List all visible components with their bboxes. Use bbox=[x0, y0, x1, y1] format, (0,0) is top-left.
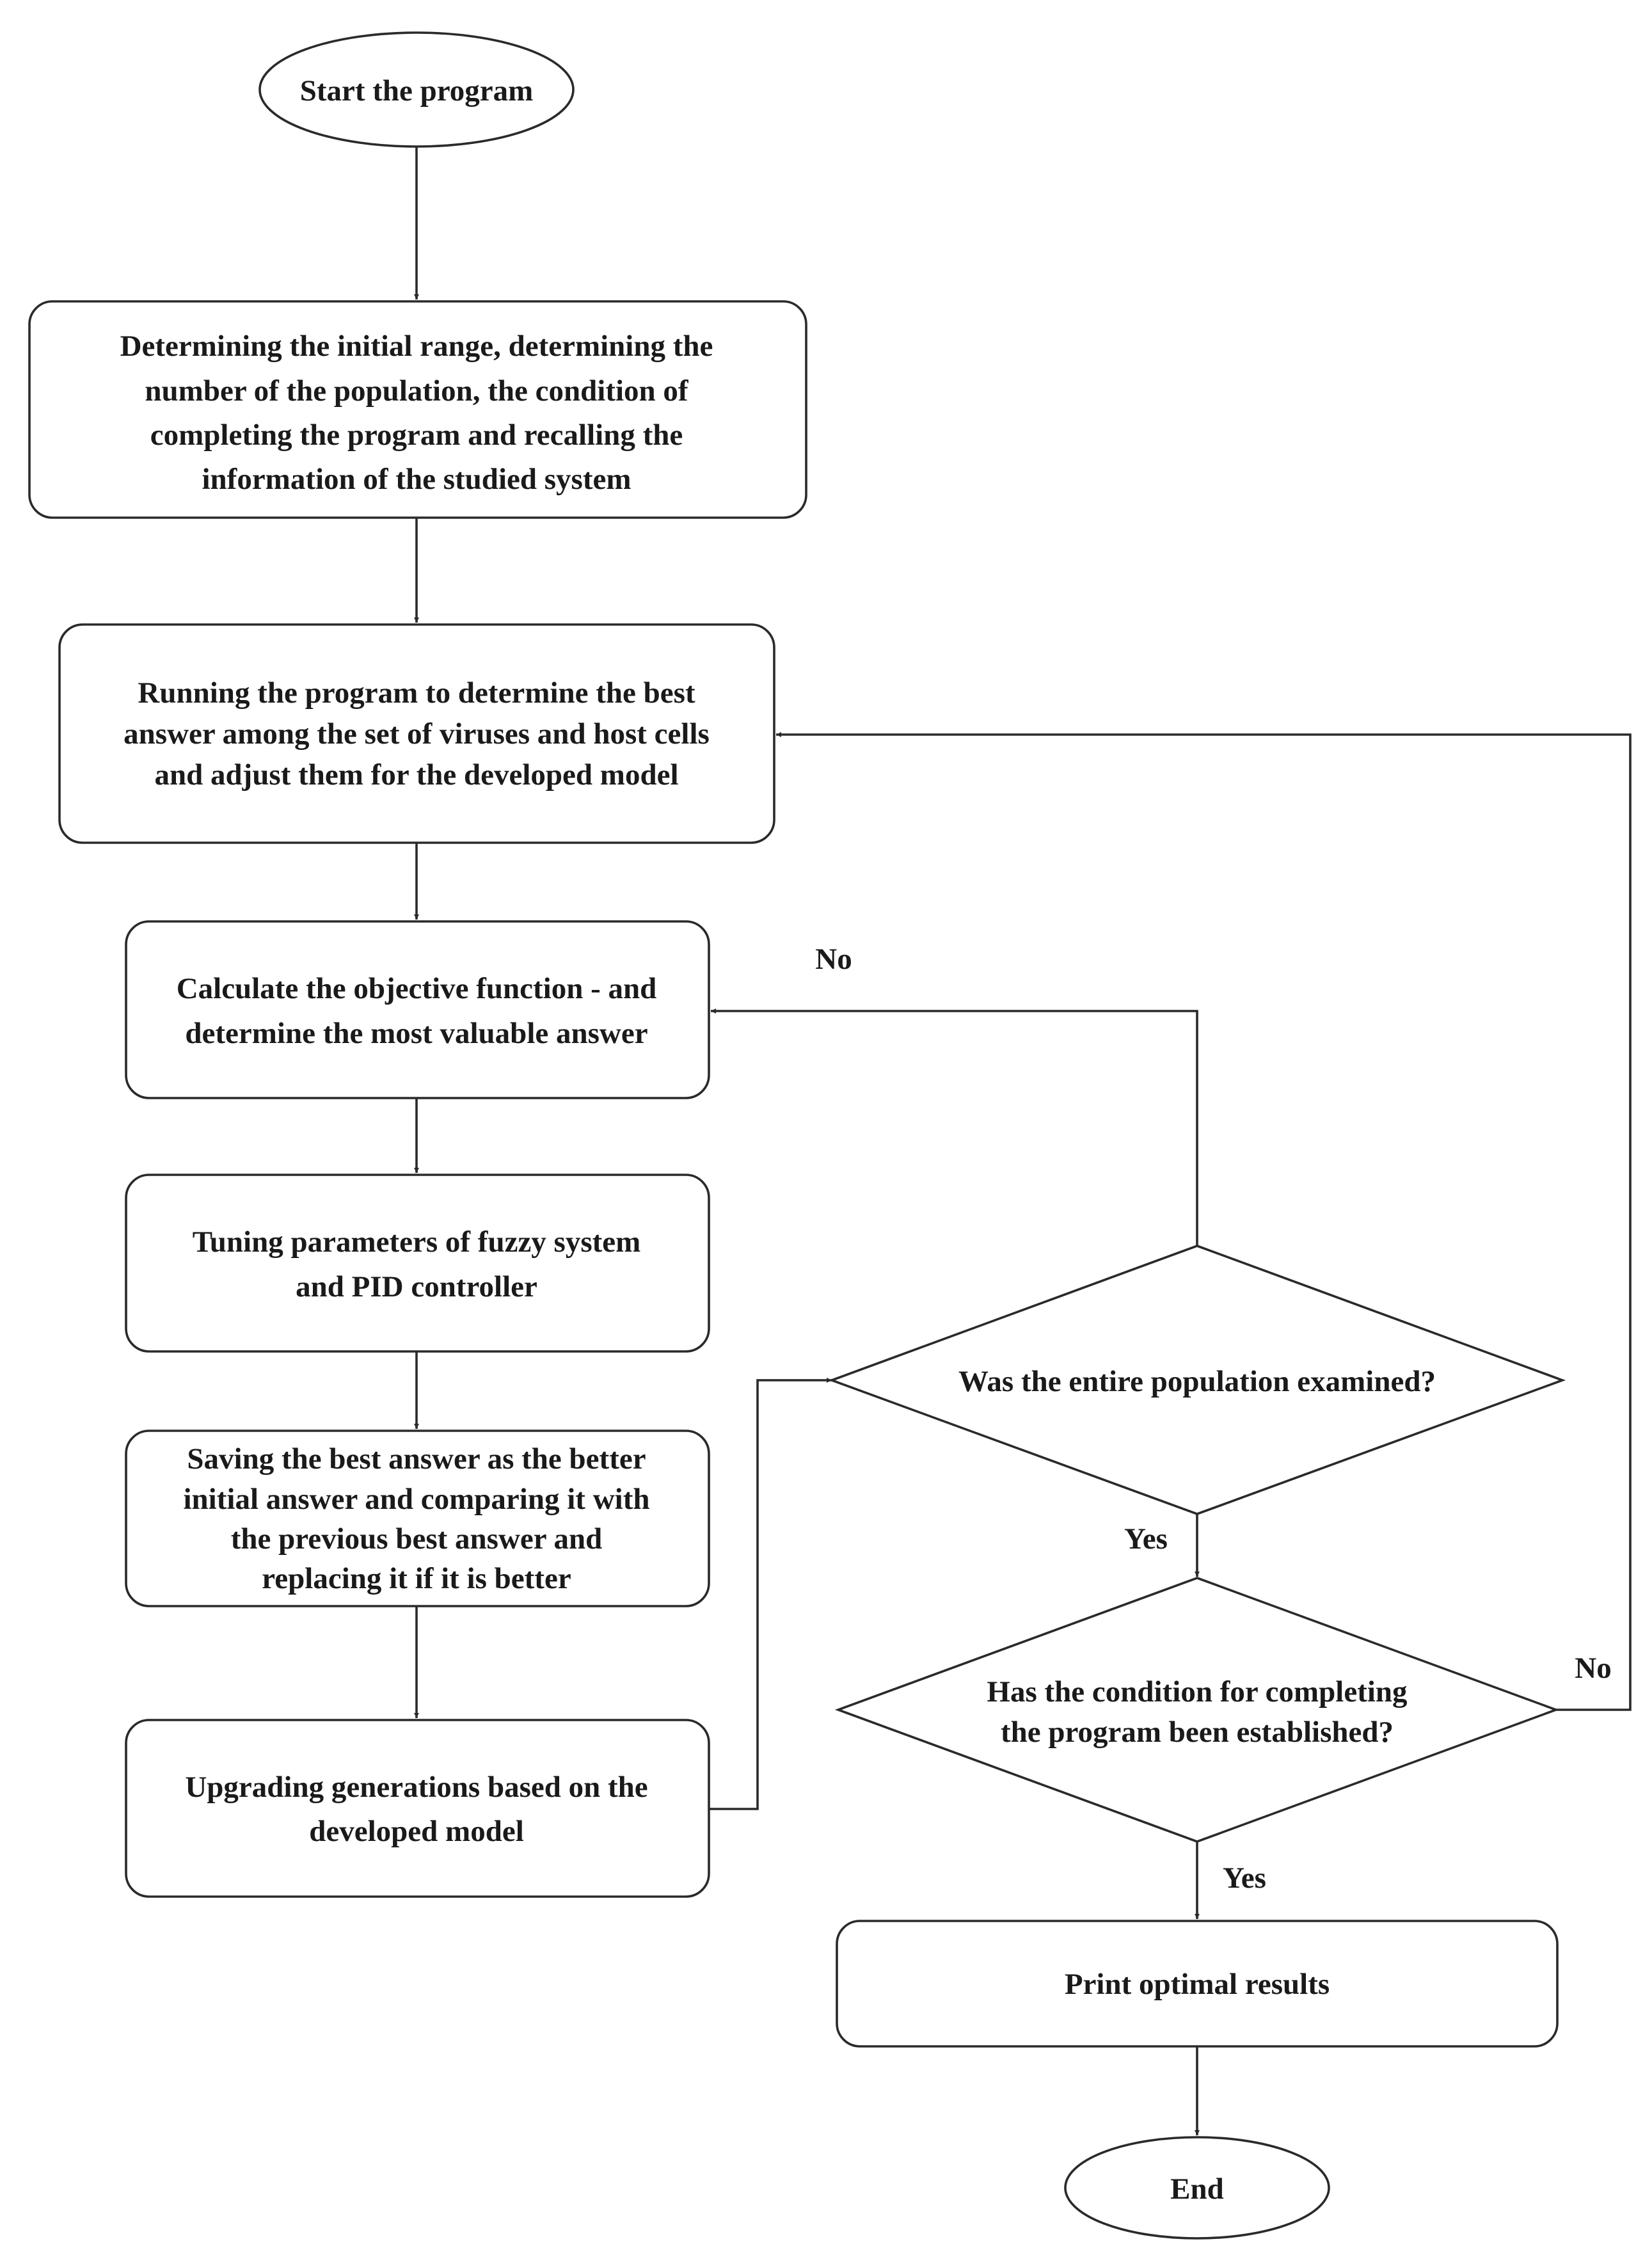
edge-label-population-yes: Yes bbox=[1124, 1522, 1168, 1556]
start-label: Start the program bbox=[300, 74, 534, 108]
save-line-2: initial answer and comparing it with bbox=[183, 1483, 649, 1516]
init-process-node: Determining the initial range, determini… bbox=[28, 300, 807, 519]
tune-line-2: and PID controller bbox=[296, 1270, 537, 1303]
run-line-2: answer among the set of viruses and host… bbox=[123, 717, 710, 751]
run-line-1: Running the program to determine the bes… bbox=[138, 676, 695, 710]
calc-process-node: Calculate the objective function - and d… bbox=[125, 920, 710, 1099]
run-process-node: Running the program to determine the bes… bbox=[58, 623, 775, 844]
end-node: End bbox=[1064, 2136, 1330, 2240]
edge-label-complete-yes: Yes bbox=[1223, 1861, 1266, 1895]
population-decision-label: Was the entire population examined? bbox=[958, 1365, 1436, 1398]
save-line-4: replacing it if it is better bbox=[262, 1562, 571, 1595]
start-node: Start the program bbox=[258, 31, 575, 148]
upgrade-line-1: Upgrading generations based on the bbox=[185, 1771, 647, 1804]
save-line-1: Saving the best answer as the better bbox=[187, 1442, 646, 1476]
edge-population-no-to-calc bbox=[711, 1008, 1198, 1246]
end-label: End bbox=[1170, 2172, 1224, 2206]
calc-line-2: determine the most valuable answer bbox=[185, 1017, 647, 1050]
edge-label-complete-no: No bbox=[1575, 1652, 1611, 1685]
upgrade-process-node: Upgrading generations based on the devel… bbox=[125, 1719, 710, 1898]
save-process-node: Saving the best answer as the better ini… bbox=[125, 1430, 710, 1607]
complete-decision-line-1: Has the condition for completing bbox=[987, 1675, 1408, 1708]
edge-complete-no-to-run bbox=[776, 732, 1632, 1711]
init-line-4: information of the studied system bbox=[202, 463, 631, 496]
print-process-node: Print optimal results bbox=[836, 1920, 1559, 2048]
run-line-3: and adjust them for the developed model bbox=[154, 758, 678, 792]
edge-upgrade-to-population-decision bbox=[710, 1378, 832, 1810]
complete-decision-node: Has the condition for completing the pro… bbox=[834, 1577, 1560, 1843]
tune-line-1: Tuning parameters of fuzzy system bbox=[193, 1225, 641, 1259]
init-line-3: completing the program and recalling the bbox=[150, 418, 683, 452]
upgrade-line-2: developed model bbox=[309, 1815, 524, 1848]
init-line-2: number of the population, the condition … bbox=[145, 374, 689, 408]
init-line-1: Determining the initial range, determini… bbox=[120, 330, 713, 363]
population-decision-node: Was the entire population examined? bbox=[828, 1245, 1566, 1515]
edge-label-population-no: No bbox=[815, 943, 852, 976]
tune-process-node: Tuning parameters of fuzzy system and PI… bbox=[125, 1174, 710, 1353]
connectors bbox=[414, 147, 1632, 2135]
calc-line-1: Calculate the objective function - and bbox=[177, 972, 657, 1005]
print-label: Print optimal results bbox=[1065, 1968, 1330, 2001]
complete-decision-line-2: the program been established? bbox=[1001, 1716, 1394, 1749]
save-line-3: the previous best answer and bbox=[231, 1522, 603, 1556]
